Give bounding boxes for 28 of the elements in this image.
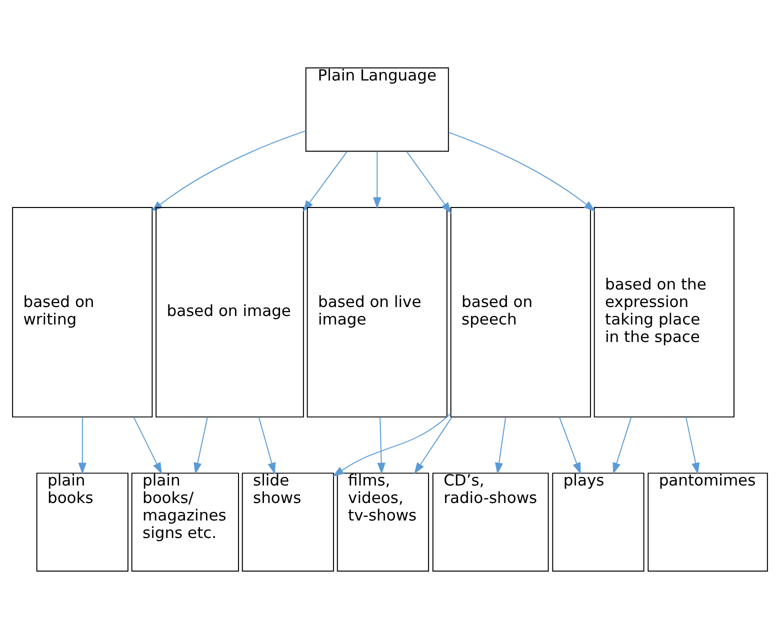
arrow [558,416,581,474]
node-box: based on live image [306,207,448,418]
node-box: plain books [36,472,128,572]
arrow [373,150,382,209]
arrow [612,416,632,474]
node-box: plain books/ magazines signs etc. [131,472,239,572]
node-box: pantomimes [648,472,768,572]
arrow [686,416,700,474]
node-box: based on writing [12,207,153,418]
arrow [495,416,506,474]
arrow [133,416,162,474]
arrow [78,416,86,474]
node-box: CD’s, radio-shows [432,472,549,572]
arrow [406,151,452,214]
node-box: based on image [156,207,304,418]
node-box: films, videos, tv-shows [336,472,430,572]
arrow [414,416,452,474]
arrow [302,150,348,212]
arrow [258,416,276,474]
node-box: based on speech [450,207,591,418]
arrow [377,416,386,474]
node-box: based on the expression taking place in the space [594,207,734,418]
arrow [194,416,208,474]
node-box: slide shows [242,472,334,572]
node-box: Plain Language [305,67,449,152]
arrow [332,413,452,477]
node-box: plays [552,472,644,572]
arrow [448,132,596,212]
